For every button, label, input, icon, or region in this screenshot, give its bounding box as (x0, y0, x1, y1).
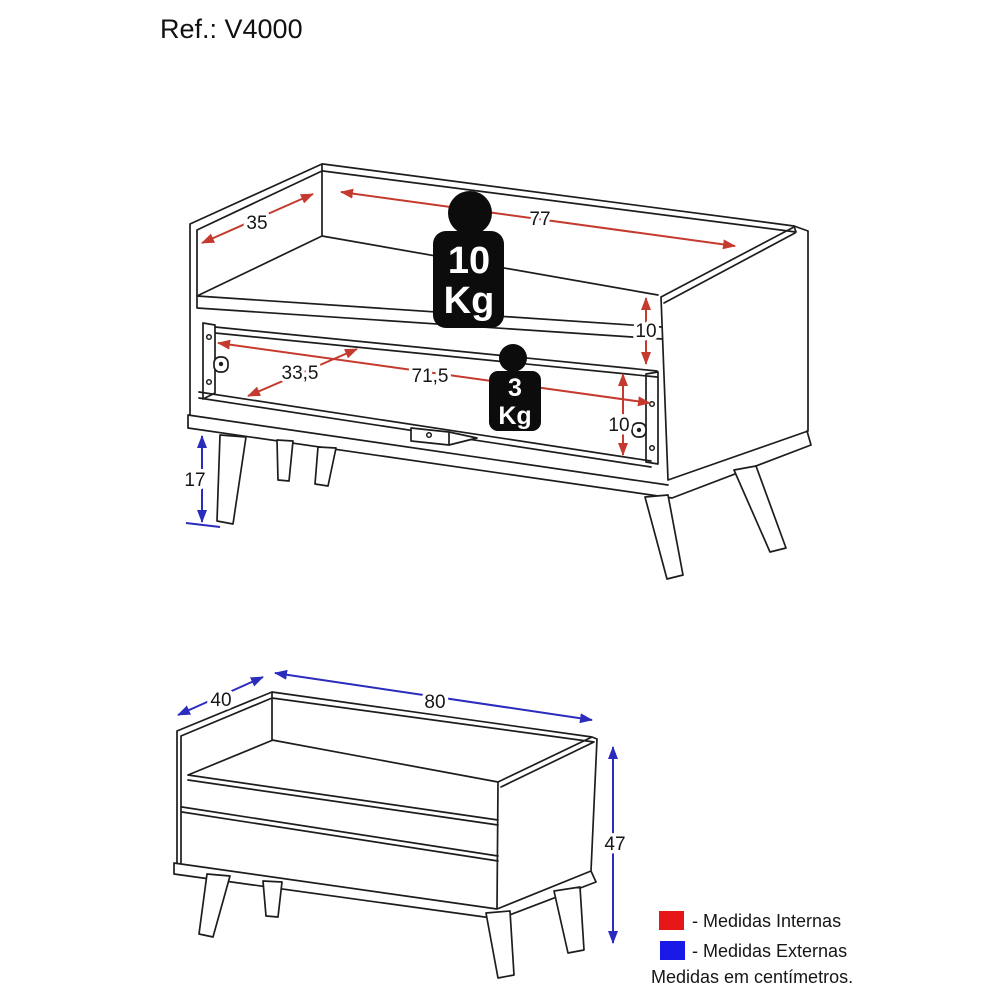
page-title: Ref.: V4000 (160, 14, 303, 44)
dim-arrow-internal-width (340, 188, 736, 250)
cabinet-right-panel (660, 225, 809, 481)
cabinet-base (187, 414, 812, 499)
bottom-view-external-dimensions: 40 80 47 (173, 669, 629, 979)
dim-label-inner-width: 71,5 (412, 366, 449, 387)
screw-hole (648, 400, 656, 408)
dim-label-opening-top: 10 (635, 321, 656, 342)
dim-label-internal-width: 77 (529, 209, 550, 230)
legend-swatch-external (660, 941, 685, 960)
dim-label-external-depth: 40 (210, 690, 231, 711)
legend: - Medidas Internas - Medidas Externas Me… (651, 911, 853, 987)
leg-back-left (262, 880, 283, 918)
weight-unit: Kg (498, 402, 531, 430)
hinge-strip-right (645, 371, 659, 465)
screw-hole (205, 333, 213, 341)
legend-units-note: Medidas em centímetros. (651, 967, 853, 987)
screw-hole (205, 378, 213, 386)
dim-label-internal-depth: 35 (246, 213, 267, 234)
dim-label-leg-height: 17 (184, 470, 205, 491)
legend-label-internal: - Medidas Internas (692, 911, 841, 931)
dim-arrow-internal-depth (201, 193, 314, 244)
legend-swatch-internal (659, 911, 684, 930)
legend-label-external: - Medidas Externas (692, 941, 847, 961)
leg-front-right (644, 494, 684, 580)
hinge-pin (636, 427, 642, 433)
weight-value: 3 (508, 374, 522, 402)
center-bracket (410, 427, 478, 446)
dim-arrow-external-depth (177, 676, 264, 716)
hinge-pin (218, 361, 224, 367)
weight-capacity-badge-compartment: 3 Kg (489, 344, 541, 431)
screw-hole (648, 444, 656, 452)
leg-front-left (198, 873, 231, 938)
bracket-hole (425, 431, 433, 439)
leg-back-right (553, 886, 585, 954)
cabinet-shelf (196, 235, 663, 340)
dim-arrow-inner-width (217, 339, 651, 407)
dim-arrow-external-width (274, 669, 593, 724)
floor-reference-tick (185, 522, 221, 528)
weight-value: 10 (448, 240, 490, 282)
dim-label-opening-bottom: 10 (608, 415, 629, 436)
leg-back-right (733, 465, 787, 553)
top-view-internal-dimensions: 10 Kg 3 Kg 35 77 10 33,5 71,5 10 17 (181, 163, 812, 580)
weight-unit: Kg (444, 280, 495, 322)
leg-front-right (485, 910, 515, 979)
cabinet-outline (173, 691, 598, 920)
weight-capacity-badge-shelf: 10 Kg (433, 191, 504, 328)
leg-mid-left (276, 439, 294, 482)
dim-label-external-width: 80 (424, 692, 445, 713)
leg-front-left (216, 434, 247, 525)
leg-back-left (314, 446, 337, 487)
hinge-strip-left (202, 322, 216, 400)
dim-label-external-height: 47 (604, 834, 625, 855)
dim-label-inner-depth: 33,5 (282, 363, 319, 384)
